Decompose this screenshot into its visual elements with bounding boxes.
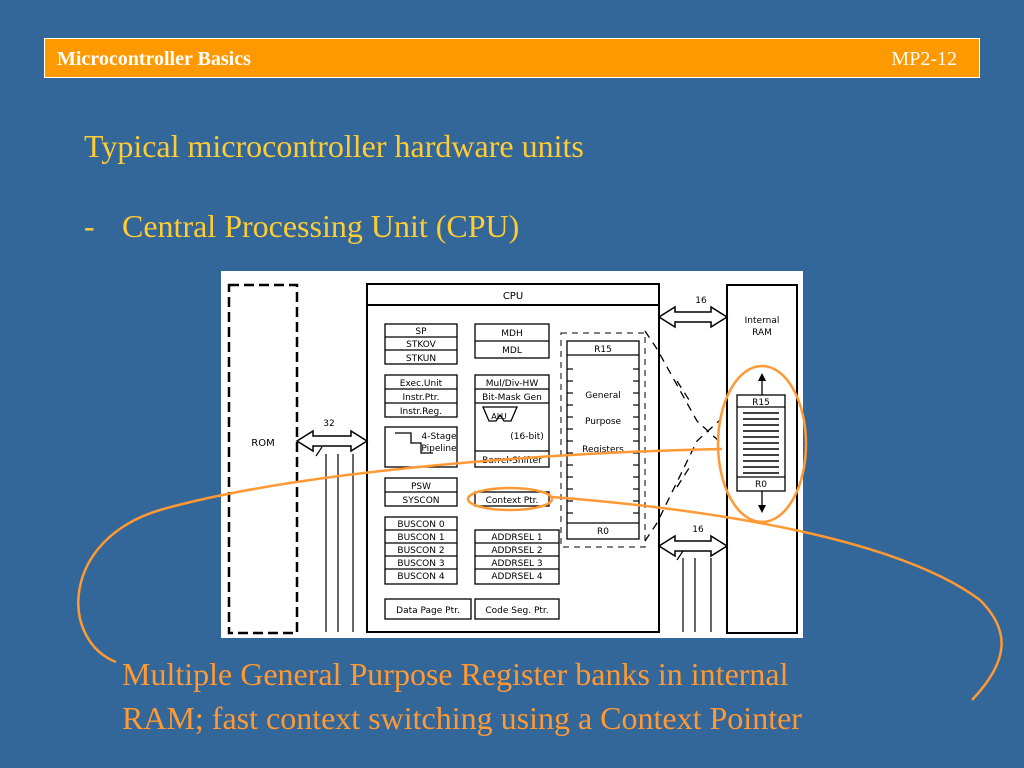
instr-ptr-label: Instr.Ptr. [402,393,439,403]
barrel-shifter-label: Barrel-Shifter [482,456,542,466]
pipeline-label-line2: Pipeline [421,444,457,454]
gpr-r15-label: R15 [594,345,612,355]
reg-stkun: STKUN [406,354,436,364]
cpu-diagram-svg: ROM CPU Internal RAM 32 16 16 SP [227,283,798,635]
bullet-item: - Central Processing Unit (CPU) [84,208,519,245]
cpu-label: CPU [503,291,523,302]
gpr-r0-label: R0 [597,527,609,537]
bus-arrow-cpu-ram-top [657,305,729,329]
buscon-1: BUSCON 1 [397,533,444,543]
instr-reg-label: Instr.Reg. [400,407,442,417]
cpu-block-diagram: ROM CPU Internal RAM 32 16 16 SP [221,271,803,638]
caption-line-1: Multiple General Purpose Register banks … [122,656,789,692]
addrsel-1: ADDRSEL 1 [491,533,542,543]
reg-sp: SP [415,327,427,337]
data-page-ptr-label: Data Page Ptr. [396,606,460,616]
alu-label: ALU [491,412,507,421]
slide-page-number: MP2-12 [891,48,957,70]
slide-headline: Typical microcontroller hardware units [84,128,584,164]
slide-section-title: Microcontroller Basics [57,48,251,70]
bus-arrow-rom-cpu [295,429,369,453]
pipeline-label-line1: 4-Stage [422,432,457,442]
rom-label: ROM [251,438,274,449]
exec-unit-label: Exec.Unit [400,379,443,389]
alu-width-label: (16-bit) [510,432,543,442]
internal-ram-label-line1: Internal [745,316,780,326]
addrsel-2: ADDRSEL 2 [491,546,542,556]
reg-mdh: MDH [501,329,522,339]
buscon-3: BUSCON 3 [397,559,444,569]
addrsel-4: ADDRSEL 4 [491,572,543,582]
addrsel-3: ADDRSEL 3 [491,559,542,569]
header-bar: Microcontroller Basics MP2-12 [44,38,980,78]
bit-mask-label: Bit-Mask Gen [482,393,542,403]
bus-width-ram-top: 16 [695,296,707,306]
reg-mdl: MDL [502,346,522,356]
ram-r15-label: R15 [752,398,770,408]
bus-width-ram-bottom: 16 [692,525,704,535]
buscon-2: BUSCON 2 [397,546,444,556]
gpr-label-line1: General [585,391,620,401]
gpr-label-line2: Purpose [585,417,622,427]
caption-line-2: RAM; fast context switching using a Cont… [122,700,802,736]
reg-syscon: SYSCON [402,496,439,506]
bus-width-rom: 32 [323,419,334,429]
buscon-4: BUSCON 4 [397,572,444,582]
slide-caption: Multiple General Purpose Register banks … [122,652,1002,740]
ram-r0-label: R0 [755,480,767,490]
context-ptr-label: Context Ptr. [486,496,539,506]
bullet-text: Central Processing Unit (CPU) [122,208,520,244]
reg-psw: PSW [411,482,431,492]
reg-stkov: STKOV [406,340,437,350]
internal-ram-label-line2: RAM [752,328,772,338]
bullet-marker: - [84,208,95,244]
bus-arrow-cpu-ram-bottom [657,534,729,558]
rom-box [227,283,299,635]
gpr-label-line3: Registers [582,445,624,455]
code-seg-ptr-label: Code Seg. Ptr. [485,606,548,616]
buscon-0: BUSCON 0 [397,520,444,530]
mul-div-label: Mul/Div-HW [486,379,539,389]
